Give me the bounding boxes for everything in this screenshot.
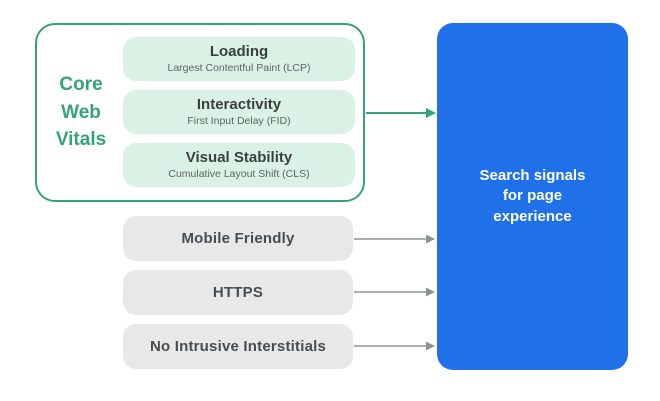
- signal-https-label: HTTPS: [212, 283, 264, 301]
- metric-interactivity: Interactivity First Input Delay (FID): [123, 90, 355, 134]
- metric-loading-title: Loading: [209, 43, 269, 61]
- metric-loading-subtitle: Largest Contentful Paint (LCP): [167, 62, 311, 75]
- metric-loading: Loading Largest Contentful Paint (LCP): [123, 37, 355, 81]
- core-web-vitals-label-text: Core Web Vitals: [55, 74, 107, 151]
- signal-no-intrusive-interstitials-label: No Intrusive Interstitials: [149, 337, 327, 355]
- search-signals-label: Search signals for page experience: [479, 167, 586, 225]
- core-web-vitals-label: Core Web Vitals: [38, 23, 124, 202]
- metric-interactivity-title: Interactivity: [196, 96, 282, 114]
- signal-mobile-friendly: Mobile Friendly: [123, 216, 353, 261]
- signal-no-intrusive-interstitials: No Intrusive Interstitials: [123, 324, 353, 369]
- metric-interactivity-subtitle: First Input Delay (FID): [187, 115, 291, 128]
- metric-visual-stability-title: Visual Stability: [185, 149, 293, 167]
- metric-visual-stability: Visual Stability Cumulative Layout Shift…: [123, 143, 355, 187]
- arrow-https: [354, 287, 435, 297]
- arrow-core-web-vitals: [366, 108, 436, 118]
- signal-https: HTTPS: [123, 270, 353, 315]
- metric-visual-stability-subtitle: Cumulative Layout Shift (CLS): [168, 168, 310, 181]
- search-signals-box: Search signals for page experience: [437, 23, 628, 370]
- arrow-no-intrusive-interstitials: [354, 341, 435, 351]
- signal-mobile-friendly-label: Mobile Friendly: [181, 229, 295, 247]
- arrow-mobile-friendly: [354, 234, 435, 244]
